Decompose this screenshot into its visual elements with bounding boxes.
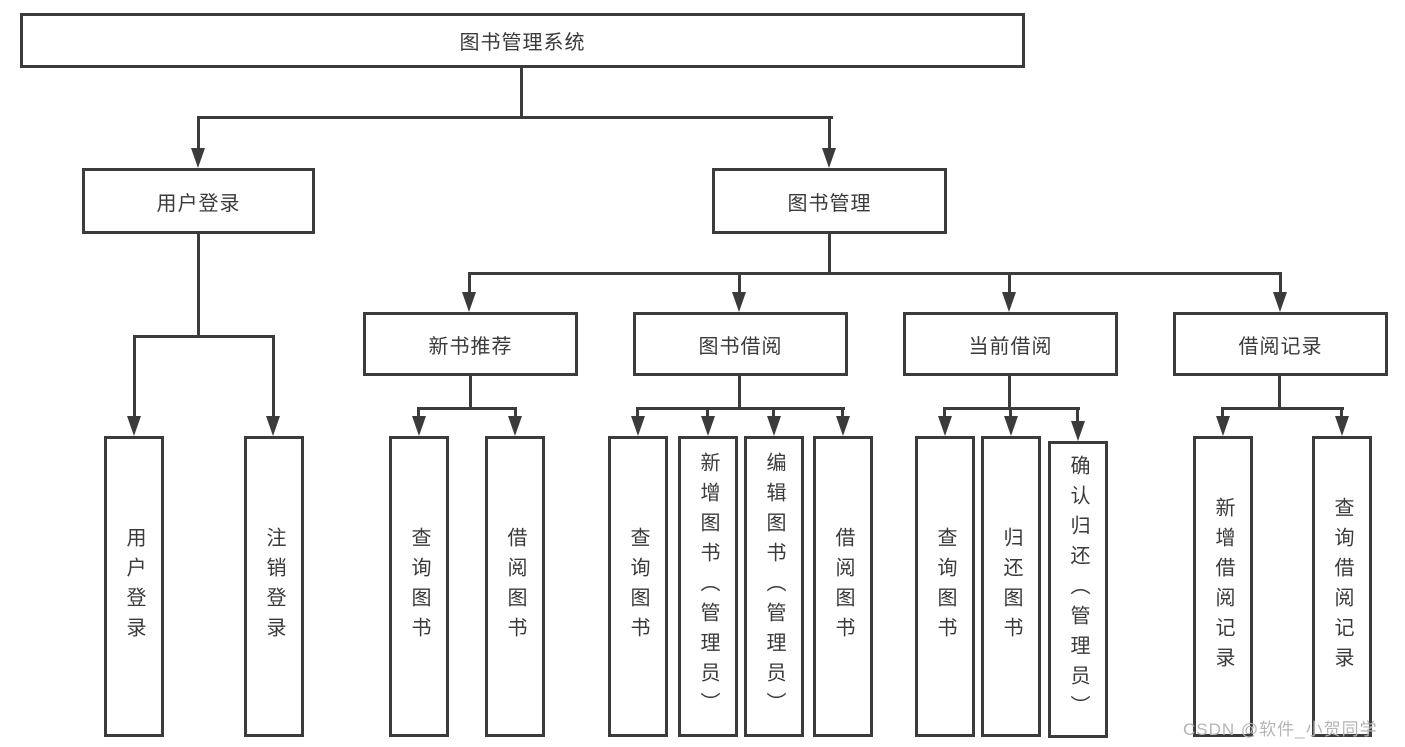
node-book-management-label: 图书管理 <box>787 192 872 215</box>
arrowhead-down-icon <box>1273 292 1287 312</box>
leaf-user-login: 用户登录 <box>104 436 164 737</box>
arrowhead-down-icon <box>508 416 522 436</box>
arrowhead-down-icon <box>767 416 781 436</box>
connector-borrow-stem <box>738 376 741 410</box>
arrowhead-down-icon <box>1004 416 1018 436</box>
node-book-borrow: 图书借阅 <box>633 312 848 376</box>
node-book-borrow-label: 图书借阅 <box>698 335 783 358</box>
leaf-current-query-books: 查询图书 <box>915 436 975 737</box>
leaf-borrow-edit-books-admin: 编辑图书（管理员） <box>744 436 804 737</box>
arrowhead-down-icon <box>701 416 715 436</box>
node-book-management: 图书管理 <box>712 168 947 234</box>
leaf-borrow-query-books: 查询图书 <box>608 436 668 737</box>
node-user-login-label: 用户登录 <box>156 192 241 215</box>
connector-recommend-rail <box>417 407 517 410</box>
leaf-recommend-borrow-books: 借阅图书 <box>485 436 545 737</box>
connector-drop-borrow <box>738 272 741 296</box>
connector-login-rail <box>133 335 275 338</box>
node-borrow-records-label: 借阅记录 <box>1238 335 1323 358</box>
connector-mgmt-stem <box>828 234 831 275</box>
arrowhead-down-icon <box>836 416 850 436</box>
connector-drop <box>417 407 420 419</box>
connector-recommend-stem <box>469 376 472 410</box>
connector-drop-recommend <box>468 272 471 296</box>
node-new-book-recommend-label: 新书推荐 <box>428 335 513 358</box>
node-user-login: 用户登录 <box>82 168 315 234</box>
arrowhead-down-icon <box>1071 421 1085 441</box>
leaf-current-return-books: 归还图书 <box>981 436 1041 737</box>
connector-mgmt-rail <box>468 272 1282 275</box>
connector-drop-user-login <box>197 116 200 151</box>
arrowhead-down-icon <box>631 416 645 436</box>
connector-drop-current <box>1008 272 1011 296</box>
connector-drop-book-mgmt <box>828 116 831 151</box>
node-current-borrow: 当前借阅 <box>903 312 1118 376</box>
connector-records-stem <box>1278 376 1281 410</box>
arrowhead-down-icon <box>462 292 476 312</box>
node-new-book-recommend: 新书推荐 <box>363 312 578 376</box>
leaf-current-confirm-return-admin: 确认归还（管理员） <box>1048 441 1108 738</box>
connector-drop-records <box>1279 272 1282 296</box>
connector-drop <box>706 407 709 419</box>
arrowhead-down-icon <box>1002 292 1016 312</box>
node-root: 图书管理系统 <box>20 13 1025 68</box>
connector-drop <box>943 407 946 419</box>
leaf-logout: 注销登录 <box>244 436 304 737</box>
leaf-records-query-record: 查询借阅记录 <box>1312 436 1372 737</box>
connector-drop <box>1340 407 1343 419</box>
connector-login-stem <box>197 234 200 338</box>
connector-root-rail <box>197 116 833 119</box>
arrowhead-down-icon <box>412 416 426 436</box>
arrowhead-down-icon <box>191 148 205 168</box>
watermark-text: CSDN @软件_小贺同学 <box>1183 720 1378 739</box>
arrowhead-down-icon <box>127 416 141 436</box>
leaf-borrow-add-books-admin: 新增图书（管理员） <box>678 436 738 737</box>
connector-drop-login-leaf1 <box>133 335 136 417</box>
connector-drop-login-leaf2 <box>272 335 275 417</box>
connector-root-stem <box>520 68 523 118</box>
leaf-records-add-record: 新增借阅记录 <box>1193 436 1253 737</box>
connector-drop <box>514 407 517 419</box>
connector-borrow-rail <box>636 407 845 410</box>
arrowhead-down-icon <box>1335 416 1349 436</box>
connector-drop <box>1009 407 1012 419</box>
arrowhead-down-icon <box>822 148 836 168</box>
arrowhead-down-icon <box>938 416 952 436</box>
arrowhead-down-icon <box>732 292 746 312</box>
node-root-label: 图书管理系统 <box>459 32 586 54</box>
leaf-recommend-query-books: 查询图书 <box>389 436 449 737</box>
connector-records-rail <box>1221 407 1344 410</box>
connector-drop <box>772 407 775 419</box>
connector-drop <box>1076 407 1079 422</box>
arrowhead-down-icon <box>266 416 280 436</box>
node-borrow-records: 借阅记录 <box>1173 312 1388 376</box>
connector-drop <box>841 407 844 419</box>
connector-current-stem <box>1008 376 1011 410</box>
leaf-borrow-borrow-books: 借阅图书 <box>813 436 873 737</box>
arrowhead-down-icon <box>1216 416 1230 436</box>
connector-drop <box>1221 407 1224 419</box>
connector-drop <box>636 407 639 419</box>
node-current-borrow-label: 当前借阅 <box>968 335 1053 358</box>
